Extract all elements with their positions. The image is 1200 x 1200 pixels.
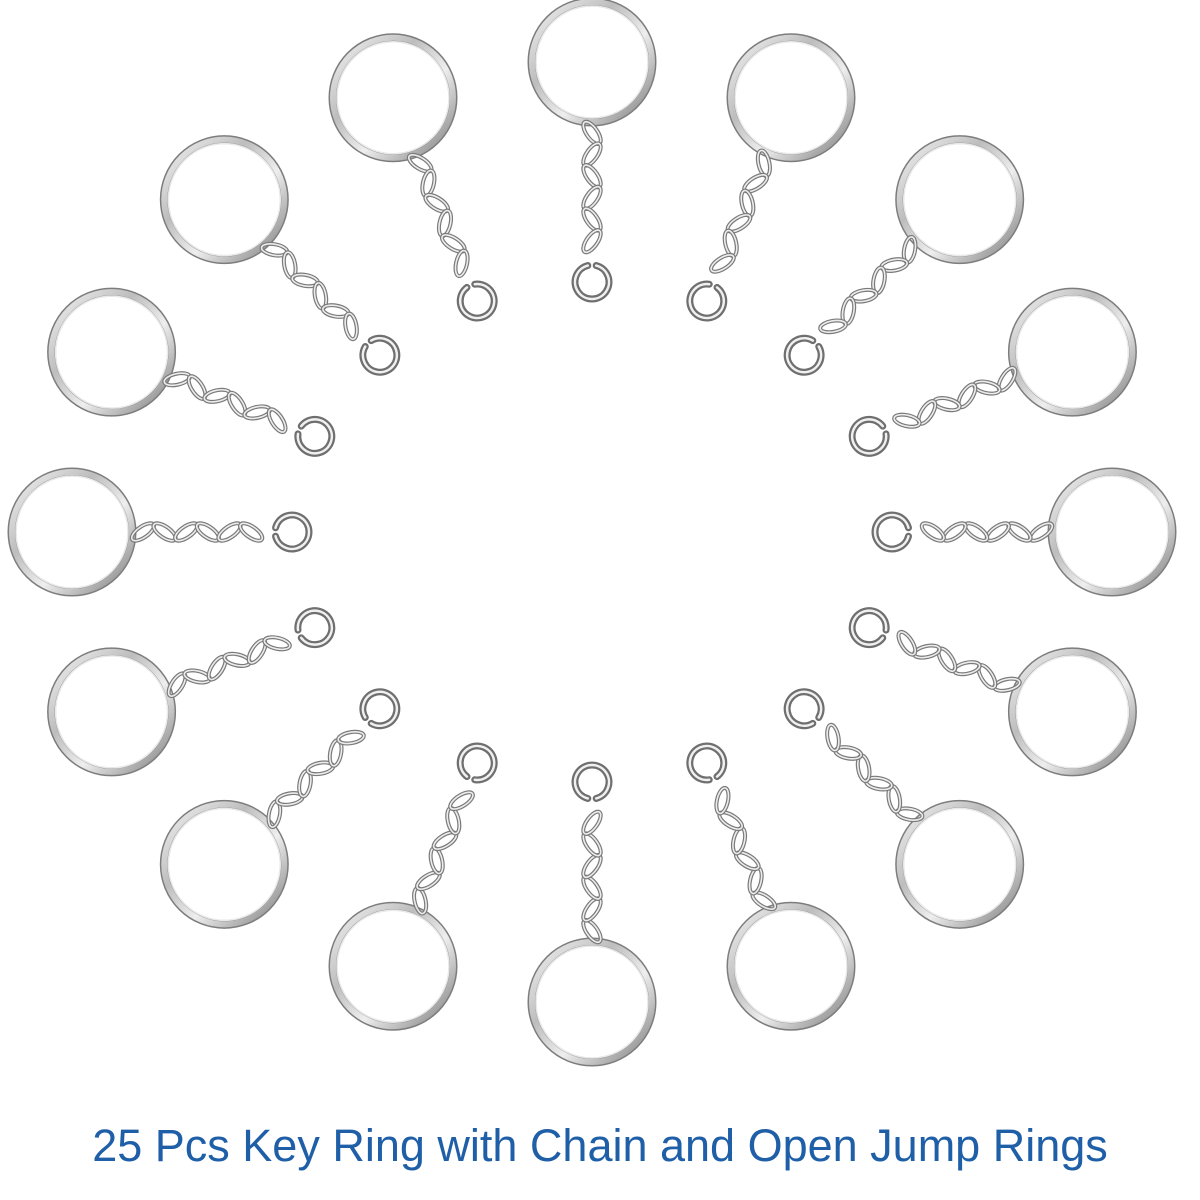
chain-link-highlight <box>897 631 917 656</box>
key-ring-set <box>848 287 1137 457</box>
chain <box>406 152 470 279</box>
chain-link-highlight <box>582 229 602 254</box>
jump-ring-highlight <box>458 744 496 782</box>
split-ring-inner-edge <box>535 5 649 119</box>
split-ring-inner-edge <box>336 909 450 1023</box>
key-ring-set <box>848 607 1137 777</box>
key-ring-set <box>47 287 336 457</box>
split-ring-highlight <box>330 34 457 161</box>
split-ring-inner-edge <box>336 41 450 155</box>
chain <box>825 722 925 823</box>
chain <box>162 371 288 435</box>
split-ring-highlight <box>161 801 288 928</box>
jump-ring-highlight <box>274 513 311 551</box>
jump-ring-highlight <box>458 282 496 320</box>
jump-ring-highlight <box>361 337 399 374</box>
split-ring-inner-edge <box>902 807 1017 922</box>
split-ring-highlight <box>727 34 854 161</box>
split-ring-inner-edge <box>734 41 848 155</box>
chain-link-highlight <box>454 249 469 277</box>
chain <box>896 629 1022 693</box>
split-ring-inner-edge <box>902 142 1017 257</box>
jump-ring-highlight <box>688 744 726 782</box>
key-ring-set <box>7 467 313 597</box>
chain-link-highlight <box>826 724 840 752</box>
chain <box>266 729 366 830</box>
split-ring-highlight <box>330 903 457 1030</box>
split-ring-inner-edge <box>15 475 129 589</box>
split-ring-inner-edge <box>167 142 282 257</box>
key-ring-set <box>47 607 336 777</box>
jump-ring-highlight <box>785 337 823 374</box>
chain <box>129 521 265 543</box>
key-ring-set <box>871 467 1177 597</box>
chain <box>714 785 778 912</box>
chain-link-highlight <box>344 312 358 340</box>
chain-link-highlight <box>710 254 735 273</box>
jump-ring-highlight <box>573 763 611 800</box>
split-ring-highlight <box>529 939 655 1065</box>
chain <box>709 148 772 274</box>
jump-ring-highlight <box>573 264 611 301</box>
split-ring-inner-edge <box>535 945 649 1059</box>
chain-link-highlight <box>819 319 847 334</box>
product-caption: 25 Pcs Key Ring with Chain and Open Jump… <box>92 1120 1108 1171</box>
split-ring-highlight <box>896 136 1023 263</box>
split-ring-inner-edge <box>167 807 282 922</box>
jump-ring-highlight <box>873 513 910 551</box>
split-ring-highlight <box>529 0 655 125</box>
chain <box>412 790 475 916</box>
jump-ring-highlight <box>850 609 888 646</box>
jump-ring-highlight <box>850 418 888 455</box>
key-ring-set <box>159 135 401 376</box>
key-ring-set <box>527 761 657 1067</box>
chain <box>581 809 603 945</box>
chain <box>581 119 603 255</box>
split-ring-highlight <box>48 648 175 775</box>
chain-link-highlight <box>263 636 291 651</box>
split-ring-highlight <box>1009 289 1136 416</box>
key-ring-set <box>527 0 657 303</box>
split-ring-highlight <box>727 903 854 1030</box>
key-ring-set <box>328 742 498 1031</box>
split-ring-highlight <box>896 801 1023 928</box>
chain <box>818 234 918 335</box>
chain <box>919 521 1055 543</box>
split-ring-highlight <box>161 136 288 263</box>
key-ring-set <box>783 135 1025 376</box>
chain-link-highlight <box>449 791 474 810</box>
split-ring-highlight <box>9 469 135 595</box>
chain <box>166 635 292 699</box>
chain-link-highlight <box>582 810 602 835</box>
chain-link-highlight <box>267 408 287 433</box>
split-ring-inner-edge <box>54 295 169 409</box>
split-ring-inner-edge <box>734 909 848 1023</box>
chain-link-highlight <box>920 522 945 542</box>
split-ring-inner-edge <box>1015 295 1130 409</box>
split-ring-highlight <box>1049 469 1175 595</box>
split-ring-highlight <box>48 289 175 416</box>
jump-ring-highlight <box>296 418 334 455</box>
chain-link-highlight <box>715 787 730 815</box>
key-ring-set <box>328 33 498 322</box>
chain-link-highlight <box>893 413 921 428</box>
split-ring-highlight <box>1009 648 1136 775</box>
jump-ring-highlight <box>296 609 334 646</box>
chain <box>892 365 1018 429</box>
key-ring-set <box>686 742 856 1031</box>
chain-link-highlight <box>337 730 365 745</box>
split-ring-inner-edge <box>54 655 169 769</box>
key-ring-set <box>159 688 401 929</box>
chain-link-highlight <box>239 522 264 542</box>
jump-ring-highlight <box>785 690 823 727</box>
split-ring-inner-edge <box>1015 655 1130 769</box>
jump-ring-highlight <box>361 690 399 727</box>
key-ring-set <box>686 33 856 322</box>
key-ring-set <box>783 688 1025 929</box>
jump-ring-highlight <box>688 282 726 320</box>
chain <box>259 241 359 342</box>
split-ring-inner-edge <box>1055 475 1169 589</box>
